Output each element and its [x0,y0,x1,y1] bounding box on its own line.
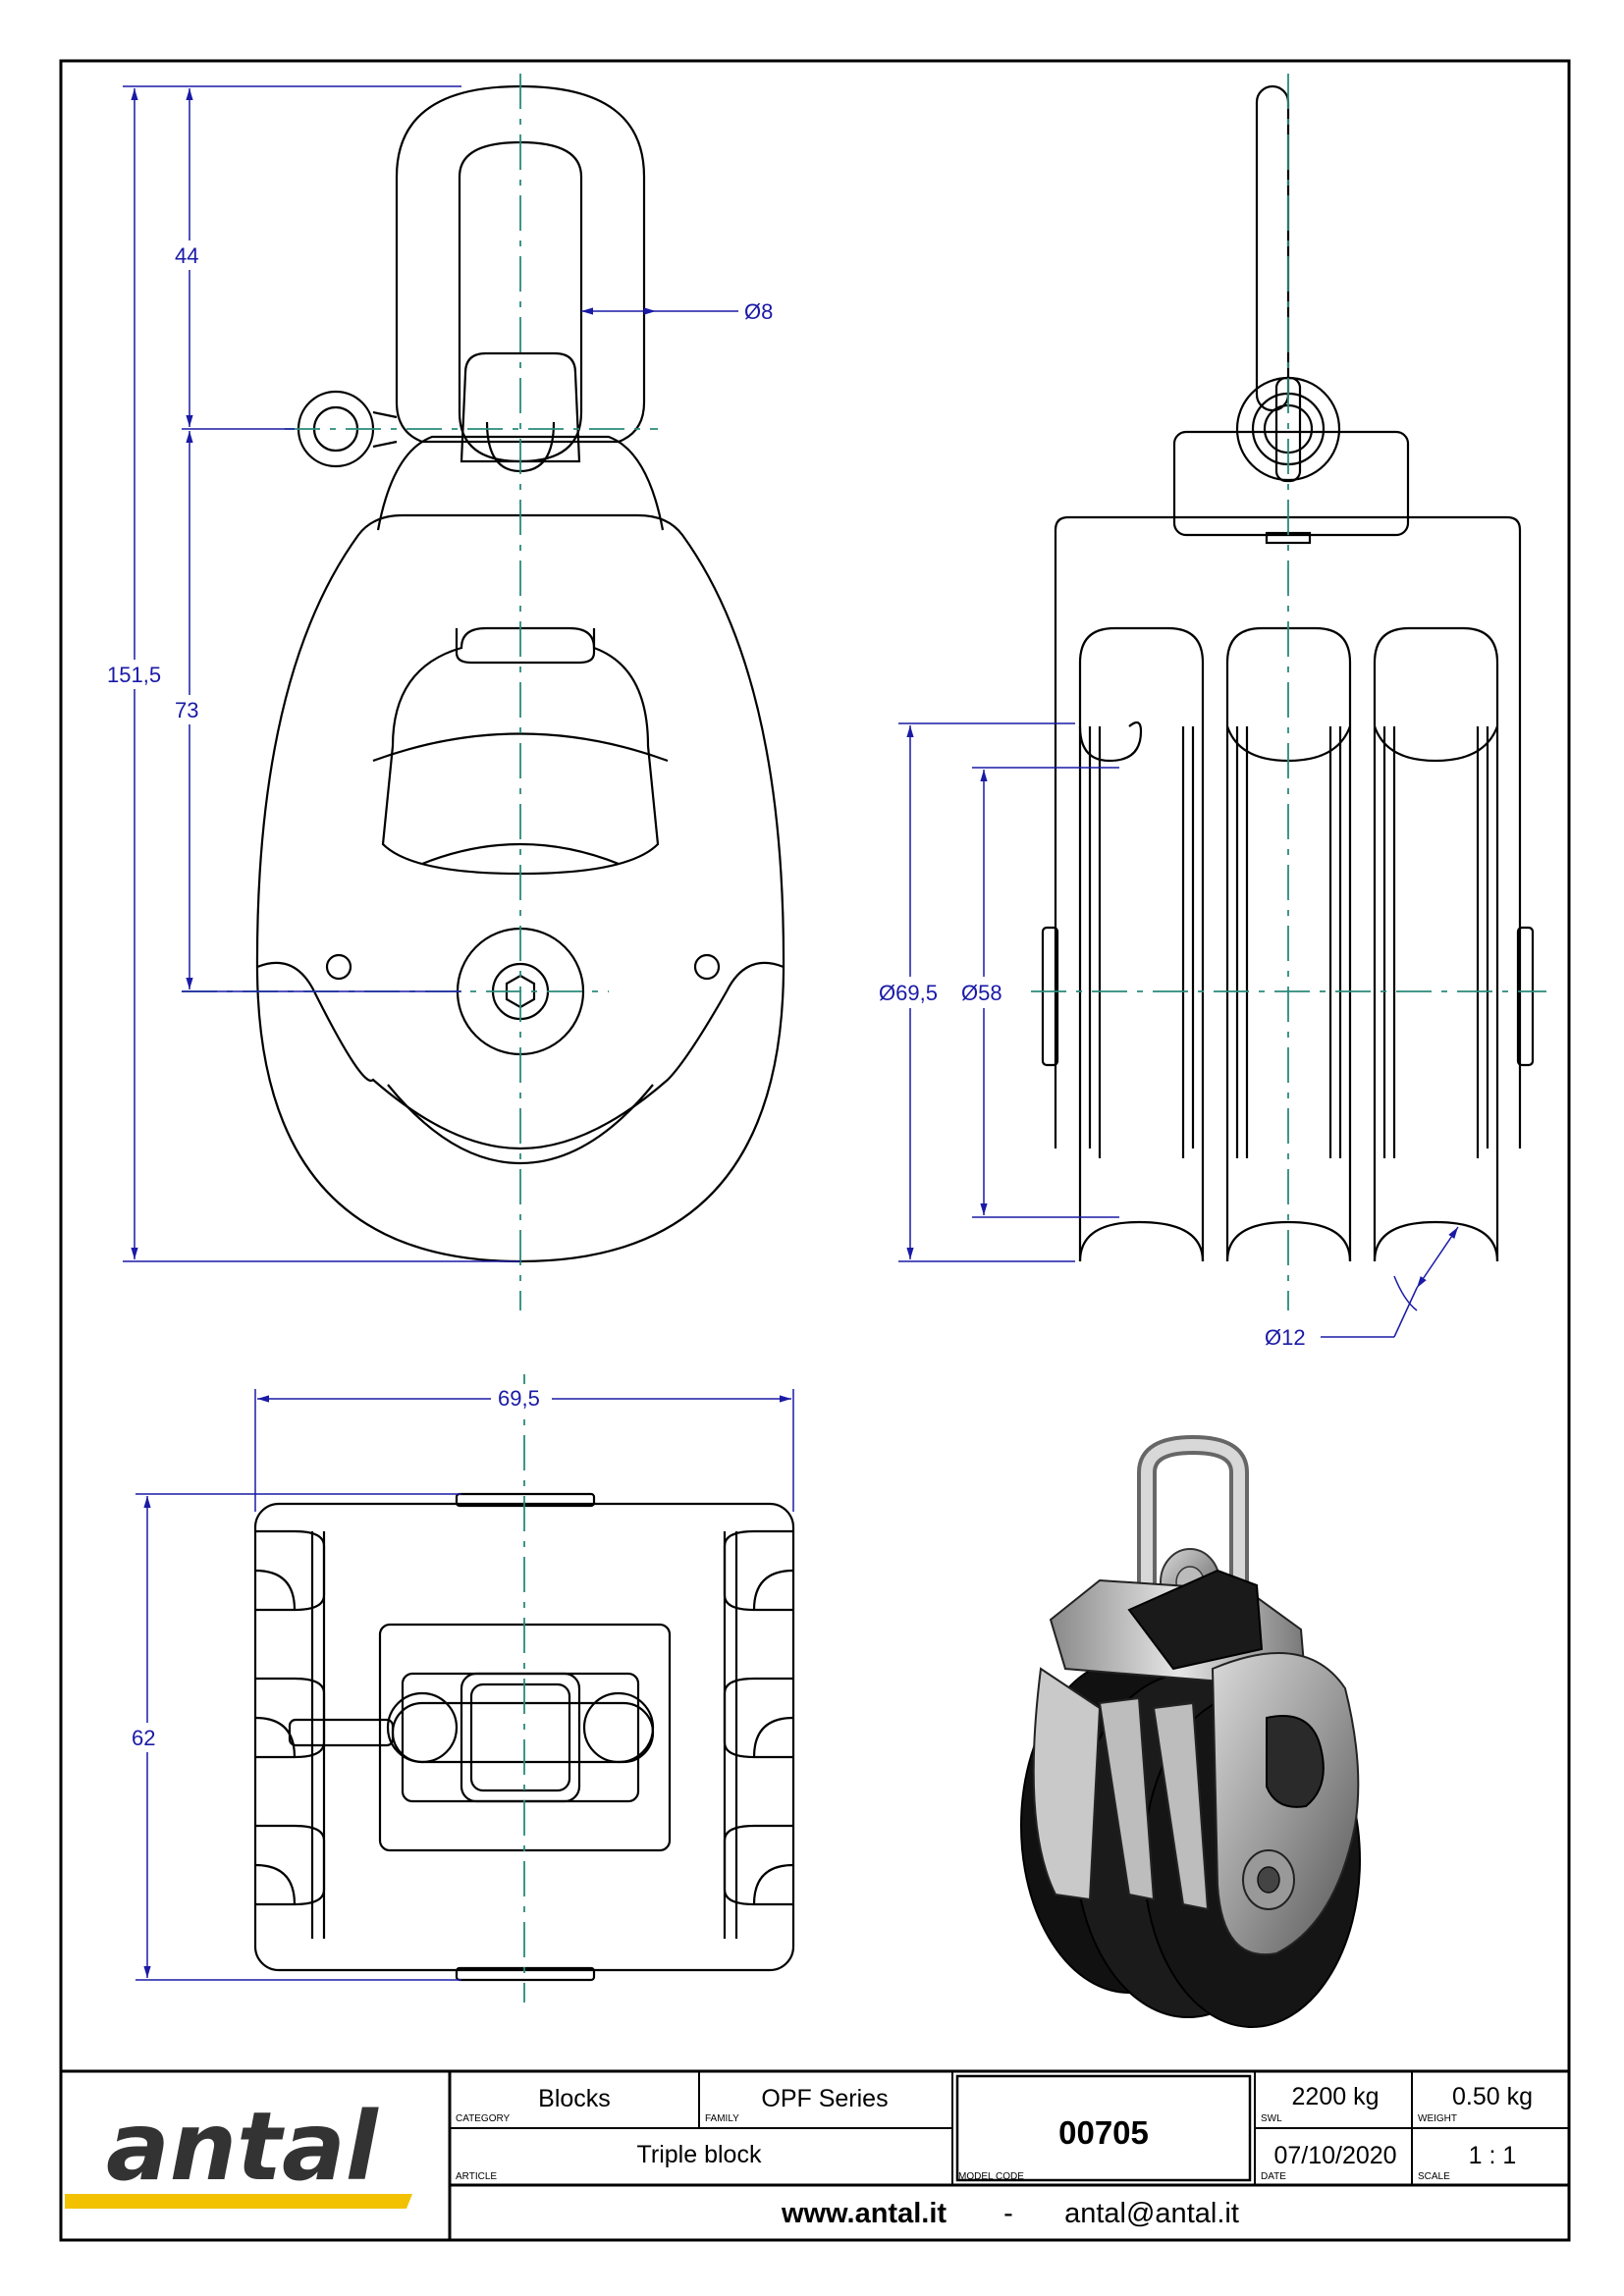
side-centerlines [1031,74,1546,1310]
sheave-diameter-dimension: Ø58 [961,981,1002,1005]
depth-dimension: 62 [132,1726,155,1750]
model-code-value: 00705 [1058,2114,1149,2151]
category-label: CATEGORY [456,2113,511,2124]
scale-value: 1 : 1 [1469,2142,1517,2169]
outer-diameter-dimension: Ø69,5 [879,981,938,1005]
category-value: Blocks [538,2085,611,2112]
pin-diameter-dimension: Ø8 [744,299,773,324]
website-link[interactable]: www.antal.it [781,2198,947,2229]
shackle-height-dimension: 44 [175,243,198,268]
article-value: Triple block [637,2141,762,2168]
drawing-frame [59,59,1571,2242]
antal-logo: antal [106,2092,379,2202]
front-dimensions [123,85,738,1262]
weight-value: 0.50 kg [1452,2083,1533,2110]
front-centerlines [182,74,658,1310]
date-label: DATE [1261,2171,1286,2182]
family-value: OPF Series [761,2085,888,2112]
contact-separator: - [1003,2198,1013,2229]
family-label: FAMILY [705,2113,739,2124]
logo-yellow-bar [65,2194,412,2209]
model-code-label: MODEL CODE [958,2171,1024,2182]
top-dimensions [135,1389,794,1981]
block-3d-render [1020,1434,1361,2028]
swl-label: SWL [1261,2113,1282,2124]
total-height-dimension: 151,5 [107,663,161,687]
rope-diameter-dimension: Ø12 [1265,1325,1306,1350]
front-view [255,84,785,1263]
title-block [61,2069,1569,2240]
article-label: ARTICLE [456,2171,497,2182]
date-value: 07/10/2020 [1273,2142,1396,2169]
axle-height-dimension: 73 [175,698,198,722]
weight-label: WEIGHT [1418,2113,1457,2124]
scale-label: SCALE [1418,2171,1450,2182]
width-dimension: 69,5 [498,1386,540,1411]
email-link[interactable]: antal@antal.it [1064,2198,1239,2229]
swl-value: 2200 kg [1292,2083,1380,2110]
